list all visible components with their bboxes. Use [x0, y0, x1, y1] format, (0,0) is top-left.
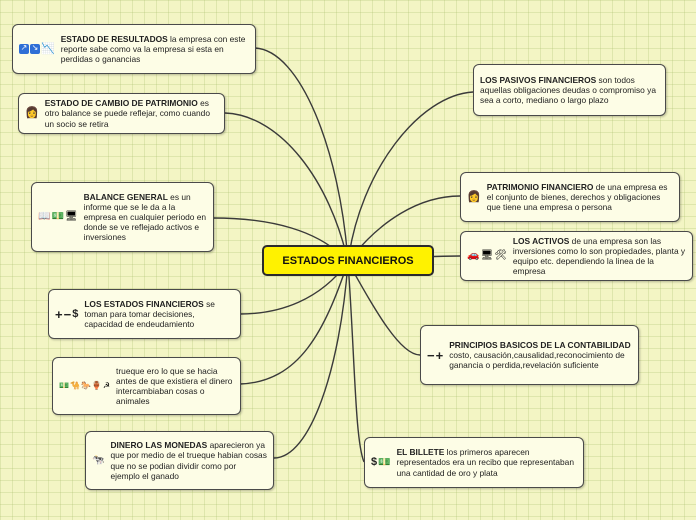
central-topic[interactable]: ESTADOS FINANCIEROS: [262, 245, 434, 276]
node-title: PRINCIPIOS BASICOS DE LA CONTABILIDAD: [449, 339, 631, 350]
connector-cambio-patrimonio: [224, 112, 349, 263]
sickle-icon: ☭: [102, 381, 111, 390]
icon-group: 👩: [25, 108, 39, 119]
node-body: los primeros aparecen representados era …: [396, 447, 574, 478]
node-los-estados[interactable]: + − $ LOS ESTADOS FINANCIEROS se toman p…: [48, 289, 241, 339]
camel-icon: 🐪: [69, 381, 80, 390]
node-principios[interactable]: − + PRINCIPIOS BASICOS DE LA CONTABILIDA…: [420, 325, 639, 385]
node-text: trueque ero lo que se hacia antes de que…: [116, 366, 234, 406]
arrow-up-icon: ↗: [19, 43, 29, 54]
node-body: de una empresa son las inversiones como …: [512, 235, 686, 277]
node-balance-general[interactable]: 📖 💵 🖥 BALANCE GENERAL es un informe que …: [31, 182, 214, 252]
cow-icon: 🐄: [92, 454, 105, 466]
car-icon: 🚗: [467, 250, 480, 261]
icon-group: 🚗 🖥 🛠: [467, 251, 507, 261]
node-body: es otro balance se puede reflejar, como …: [44, 98, 210, 129]
tools-icon: 🛠: [494, 250, 507, 261]
computer-icon: 🖥: [64, 211, 78, 222]
horse-icon: 🐎: [80, 381, 91, 390]
person-icon: 👩: [467, 190, 481, 203]
connector-billete: [347, 261, 365, 463]
node-body: la empresa con este reporte sabe como va…: [60, 33, 246, 65]
arrow-down-icon: ↘: [30, 43, 40, 54]
book-icon: 📖: [38, 211, 51, 222]
icon-group: + − $: [55, 308, 78, 321]
node-text: LOS ESTADOS FINANCIEROS se toman para to…: [84, 299, 234, 329]
icon-group: $ 💵: [371, 457, 391, 468]
connector-estado-resultados: [254, 47, 349, 263]
icon-group: 🐄: [92, 454, 105, 466]
plus-icon: +: [55, 306, 63, 322]
node-trueque[interactable]: 💵 🐪 🐎 🏺 ☭ trueque ero lo que se hacia an…: [52, 357, 241, 415]
minus-icon: −: [427, 347, 435, 363]
connector-dinero-monedas: [273, 261, 349, 459]
node-body: se toman para tomar decisiones, capacida…: [84, 298, 215, 330]
node-text: LOS PASIVOS FINANCIEROS son todos aquell…: [480, 75, 659, 105]
connector-pasivos: [347, 91, 474, 263]
node-title: PATRIMONIO FINANCIERO: [486, 181, 594, 192]
node-body: son todos aquellas obligaciones deudas o…: [480, 74, 656, 106]
node-body: es un informe que se le da a la empresa …: [83, 191, 207, 243]
node-title: DINERO LAS MONEDAS: [110, 440, 208, 451]
node-title: ESTADO DE CAMBIO DE PATRIMONIO: [44, 98, 198, 109]
vase-icon: 🏺: [91, 381, 102, 390]
node-title: LOS ESTADOS FINANCIEROS: [84, 298, 204, 309]
money-icon: 💵: [51, 211, 64, 222]
node-text: ESTADO DE RESULTADOS la empresa con este…: [61, 34, 249, 64]
icon-group: 💵 🐪 🐎 🏺 ☭: [59, 382, 110, 390]
node-body: aparecieron ya que por medio de el trueq…: [110, 440, 267, 481]
node-cambio-patrimonio[interactable]: 👩 ESTADO DE CAMBIO DE PATRIMONIO es otro…: [18, 93, 225, 134]
node-title: ESTADO DE RESULTADOS: [60, 33, 168, 44]
node-text: PRINCIPIOS BASICOS DE LA CONTABILIDAD co…: [449, 340, 632, 370]
node-title: EL BILLETE: [396, 447, 445, 458]
money-icon: 💵: [378, 456, 391, 468]
icon-group: 👩: [467, 190, 481, 203]
computer-icon: 🖥: [480, 250, 494, 261]
node-text: PATRIMONIO FINANCIERO de una empresa es …: [487, 182, 673, 212]
node-title: LOS ACTIVOS: [512, 235, 570, 246]
person-icon: 👩: [25, 107, 39, 119]
node-body: costo, causación,causalidad,reconocimien…: [449, 349, 625, 371]
connector-principios: [347, 261, 421, 356]
minus-icon: −: [63, 306, 72, 322]
node-text: ESTADO DE CAMBIO DE PATRIMONIO es otro b…: [45, 98, 218, 128]
node-body: de una empresa es el conjunto de bienes,…: [486, 181, 668, 213]
node-title: BALANCE GENERAL: [83, 191, 168, 202]
node-billete[interactable]: $ 💵 EL BILLETE los primeros aparecen rep…: [364, 437, 584, 488]
plus-icon: +: [435, 347, 444, 363]
node-body: trueque ero lo que se hacia antes de que…: [116, 365, 233, 407]
node-activos[interactable]: 🚗 🖥 🛠 LOS ACTIVOS de una empresa son las…: [460, 231, 693, 281]
node-text: DINERO LAS MONEDAS aparecieron ya que po…: [110, 440, 267, 480]
icon-group: ↗ ↘ 📉: [19, 42, 55, 55]
dollar-icon: $: [72, 307, 79, 320]
connector-trueque: [239, 261, 349, 385]
icon-group: − +: [427, 349, 443, 362]
icon-group: 📖 💵 🖥: [38, 212, 78, 222]
node-dinero-monedas[interactable]: 🐄 DINERO LAS MONEDAS aparecieron ya que …: [85, 431, 274, 490]
node-text: BALANCE GENERAL es un informe que se le …: [84, 192, 207, 242]
node-estado-resultados[interactable]: ↗ ↘ 📉 ESTADO DE RESULTADOS la empresa co…: [12, 24, 256, 74]
dollar-icon: $: [371, 456, 378, 468]
trend-chart-icon: 📉: [41, 42, 55, 55]
node-patrimonio-financiero[interactable]: 👩 PATRIMONIO FINANCIERO de una empresa e…: [460, 172, 680, 222]
money-icon: 💵: [59, 381, 69, 390]
node-pasivos[interactable]: LOS PASIVOS FINANCIEROS son todos aquell…: [473, 64, 666, 116]
node-title: LOS PASIVOS FINANCIEROS: [480, 74, 597, 85]
node-text: EL BILLETE los primeros aparecen represe…: [397, 447, 577, 477]
node-text: LOS ACTIVOS de una empresa son las inver…: [513, 236, 686, 276]
